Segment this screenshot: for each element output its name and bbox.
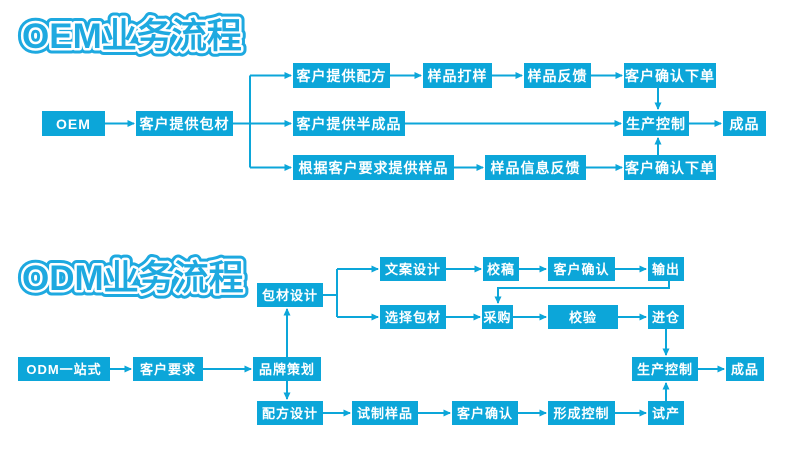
oem-title-outline: OEM业务流程: [22, 17, 242, 56]
node-customer-semifinished: 客户提供半成品: [293, 111, 405, 136]
node-proofreading: 校稿: [483, 257, 519, 281]
node-formula-design: 配方设计: [257, 401, 323, 425]
flow-arrow: [494, 281, 670, 304]
node-production-control: 生产控制: [623, 111, 689, 136]
node-purchase: 采购: [482, 305, 513, 329]
oem-title-inline: OEM业务流程: [22, 17, 242, 56]
node-customer-packaging: 客户提供包材: [136, 111, 233, 136]
node-trial-sample: 试制样品: [352, 401, 418, 425]
node-brand-planning: 品牌策划: [253, 357, 321, 381]
node-customer-confirm-order-bottom: 客户确认下单: [624, 155, 716, 180]
node-copy-design: 文案设计: [380, 257, 446, 281]
node-customer-confirm-a: 客户确认: [548, 257, 615, 281]
node-production-control-odm: 生产控制: [632, 357, 698, 381]
node-odm-start: ODM一站式: [18, 357, 110, 381]
odm-title-inline: ODM业务流程: [22, 259, 244, 298]
node-oem-start: OEM: [42, 111, 105, 136]
node-finished-product: 成品: [723, 111, 766, 136]
oem-title-text: OEM业务流程: [22, 17, 242, 56]
odm-title-outline: ODM业务流程: [22, 259, 244, 298]
node-finished-product-odm: 成品: [726, 357, 764, 381]
odm-title-text: ODM业务流程: [22, 259, 244, 298]
node-warehouse-in: 进仓: [648, 305, 684, 329]
node-form-control: 形成控制: [548, 401, 615, 425]
node-trial-production: 试产: [648, 401, 684, 425]
node-select-packaging: 选择包材: [380, 305, 446, 329]
node-customer-requirement: 客户要求: [133, 357, 203, 381]
node-sample-info-feedback: 样品信息反馈: [485, 155, 586, 180]
node-sample-per-request: 根据客户要求提供样品: [293, 155, 454, 180]
node-packaging-design: 包材设计: [257, 283, 323, 307]
node-customer-confirm-order-top: 客户确认下单: [624, 63, 716, 88]
node-customer-formula: 客户提供配方: [293, 63, 390, 88]
oem-title: OEM业务流程 OEM业务流程 OEM业务流程: [17, 12, 248, 62]
node-sample-making: 样品打样: [423, 63, 492, 88]
node-output: 输出: [648, 257, 684, 281]
odm-title: ODM业务流程 ODM业务流程 ODM业务流程: [17, 254, 250, 304]
node-verification: 校验: [548, 305, 618, 329]
node-sample-feedback: 样品反馈: [524, 63, 591, 88]
node-customer-confirm-b: 客户确认: [452, 401, 518, 425]
